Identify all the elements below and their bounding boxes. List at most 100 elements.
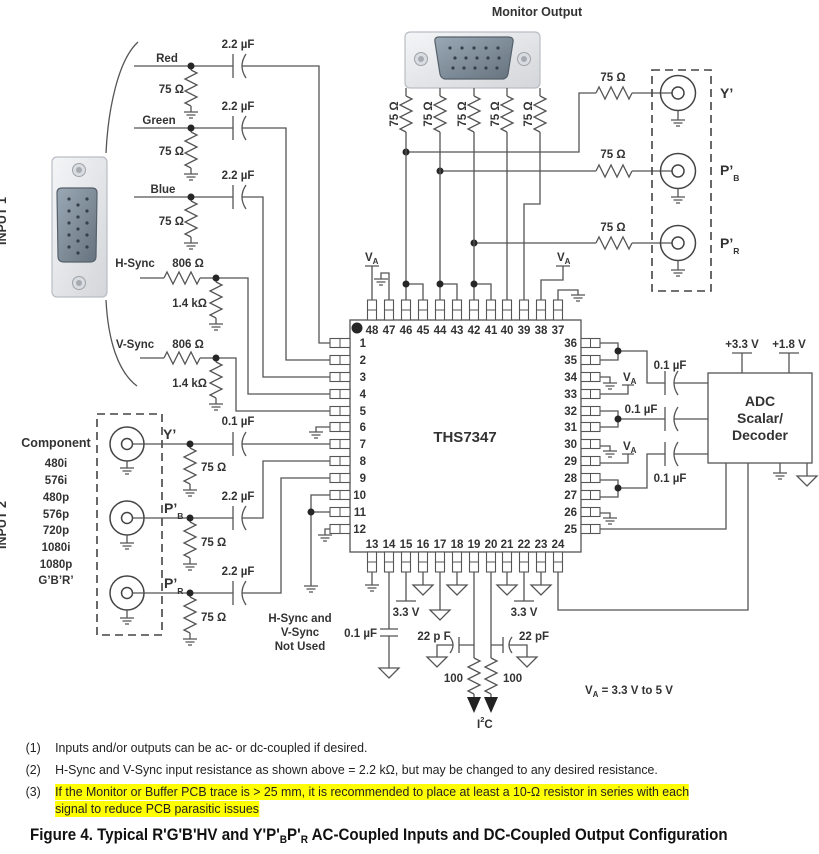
vga-input-connector-icon [51,41,139,387]
sync-note-line: H-Sync and [268,613,331,625]
format-label: G’B’R’ [38,575,73,587]
unused-sync-pins: H-Sync and V-Sync Not Used [268,426,333,653]
pin-number: 10 [353,490,366,502]
label-adc-rail-3v3: +3.3 V [725,339,759,351]
label-monitor-resistor: 75 Ω [423,101,435,126]
pin-number: 22 [518,539,531,551]
pin-42: 42 [468,299,481,337]
wire-red [134,65,330,344]
pin-45: 45 [417,299,430,337]
pin-number: 41 [485,325,498,337]
label-output-pb-resistor: 75 Ω [600,149,625,161]
label-green-termination: 75 Ω [159,146,184,158]
wire-pin22-3v3 [514,572,534,602]
adc-block: ADC Scalar/ Decoder +3.3 V +1.8 V [557,339,818,611]
resistor-vsync-series-icon [163,351,201,365]
monitor-output-title: Monitor Output [492,5,583,19]
wire-hsync [140,277,330,395]
label-adc-cap-1: 0.1 µF [654,360,687,372]
digital-ground-icon [530,584,552,596]
junction-dot [186,440,194,448]
pin-number: 6 [360,422,366,434]
pin-number: 36 [564,338,577,350]
adc-label-line: Decoder [732,427,789,443]
resistor-monitor-icon [467,95,481,133]
label-hsync-shunt: 1.4 kΩ [172,298,207,310]
pin-18: 18 [451,539,464,573]
pin-number: 42 [468,325,481,337]
label-vsync: V-Sync [116,339,155,351]
pin-15: 15 [400,539,413,573]
pin-number: 30 [564,439,577,451]
label-blue: Blue [151,184,176,196]
ground-icon [570,294,586,302]
ground-icon [182,489,198,497]
ground-icon [303,585,319,593]
label-green: Green [142,115,175,127]
pin-1: 1 [329,337,367,350]
label-red: Red [156,53,178,65]
format-label: 1080i [42,542,71,554]
resistor-hsync-shunt-icon [209,281,223,319]
component-connector-box [96,413,163,636]
digital-ground-icon [496,584,518,596]
label-monitor-resistor: 75 Ω [523,101,535,126]
digital-ground-icon [429,609,451,621]
wire-adc-rail-1v8 [779,352,799,373]
digital-ground-icon [378,667,400,679]
wire-pin12-ground [324,528,330,535]
pin-33: 33 [564,388,601,401]
caption-lead: Figure 4. Typical R'G'B'HV and Y'P' [30,826,280,844]
capacitor-i2c-2-icon [491,636,528,657]
input-blue-channel: Blue 75 Ω 2.2 µF [134,170,330,378]
label-component-pb-cap: 2.2 µF [222,491,255,503]
junction-dot [614,347,622,355]
label-i2c-resistor-1: 100 [444,673,463,685]
pin-23: 23 [535,539,547,573]
label-monitor-resistor: 75 Ω [490,101,502,126]
resistor-monitor-icon [533,95,547,133]
pin-number: 40 [501,325,514,337]
pin-number: 35 [564,355,577,367]
resistor-vsync-shunt-icon [209,361,223,399]
label-output-pb: P’B [720,162,739,183]
caption-tail: AC-Coupled Inputs and DC-Coupled Output … [308,826,728,844]
wire-pin33-va [600,384,634,395]
note-number: (1) [25,740,41,755]
label-red-termination: 75 Ω [159,84,184,96]
pin-44: 44 [434,299,447,337]
label-i2c-cap-2: 22 pF [519,631,549,643]
junction-dot [307,508,315,516]
figure-caption: Figure 4. Typical R'G'B'HV and Y'P'BP'R … [30,825,728,846]
resistor-output-pr-icon [595,236,633,250]
digital-ground-icon [446,584,468,596]
ground-icon [119,617,135,625]
chip-part-number: THS7347 [433,429,496,446]
junction-dot [614,415,622,423]
pin-35: 35 [564,354,601,367]
pin-number: 14 [383,539,396,551]
pin-4: 4 [329,388,367,401]
adc-label-line: Scalar/ [737,410,783,426]
pin-26: 26 [564,506,601,519]
ground-icon [119,542,135,550]
pin-10: 10 [329,489,366,502]
junction-dot [402,280,410,288]
ground-icon [602,517,618,525]
pin-number: 2 [360,355,366,367]
label-red-cap: 2.2 µF [222,39,255,51]
wire-pin46-45 [405,132,424,300]
pin-17: 17 [434,539,446,573]
pin-41: 41 [485,299,498,337]
junction-dot [614,484,622,492]
caption-sub-r: R [300,834,309,846]
resistor-blue-termination-icon [184,200,198,238]
ground-icon [602,450,618,458]
ground-icon [670,196,686,204]
ground-icon [373,278,389,286]
label-pin15-3v3: 3.3 V [393,607,420,619]
pin-40: 40 [501,299,514,337]
format-label: 1080p [40,559,73,571]
